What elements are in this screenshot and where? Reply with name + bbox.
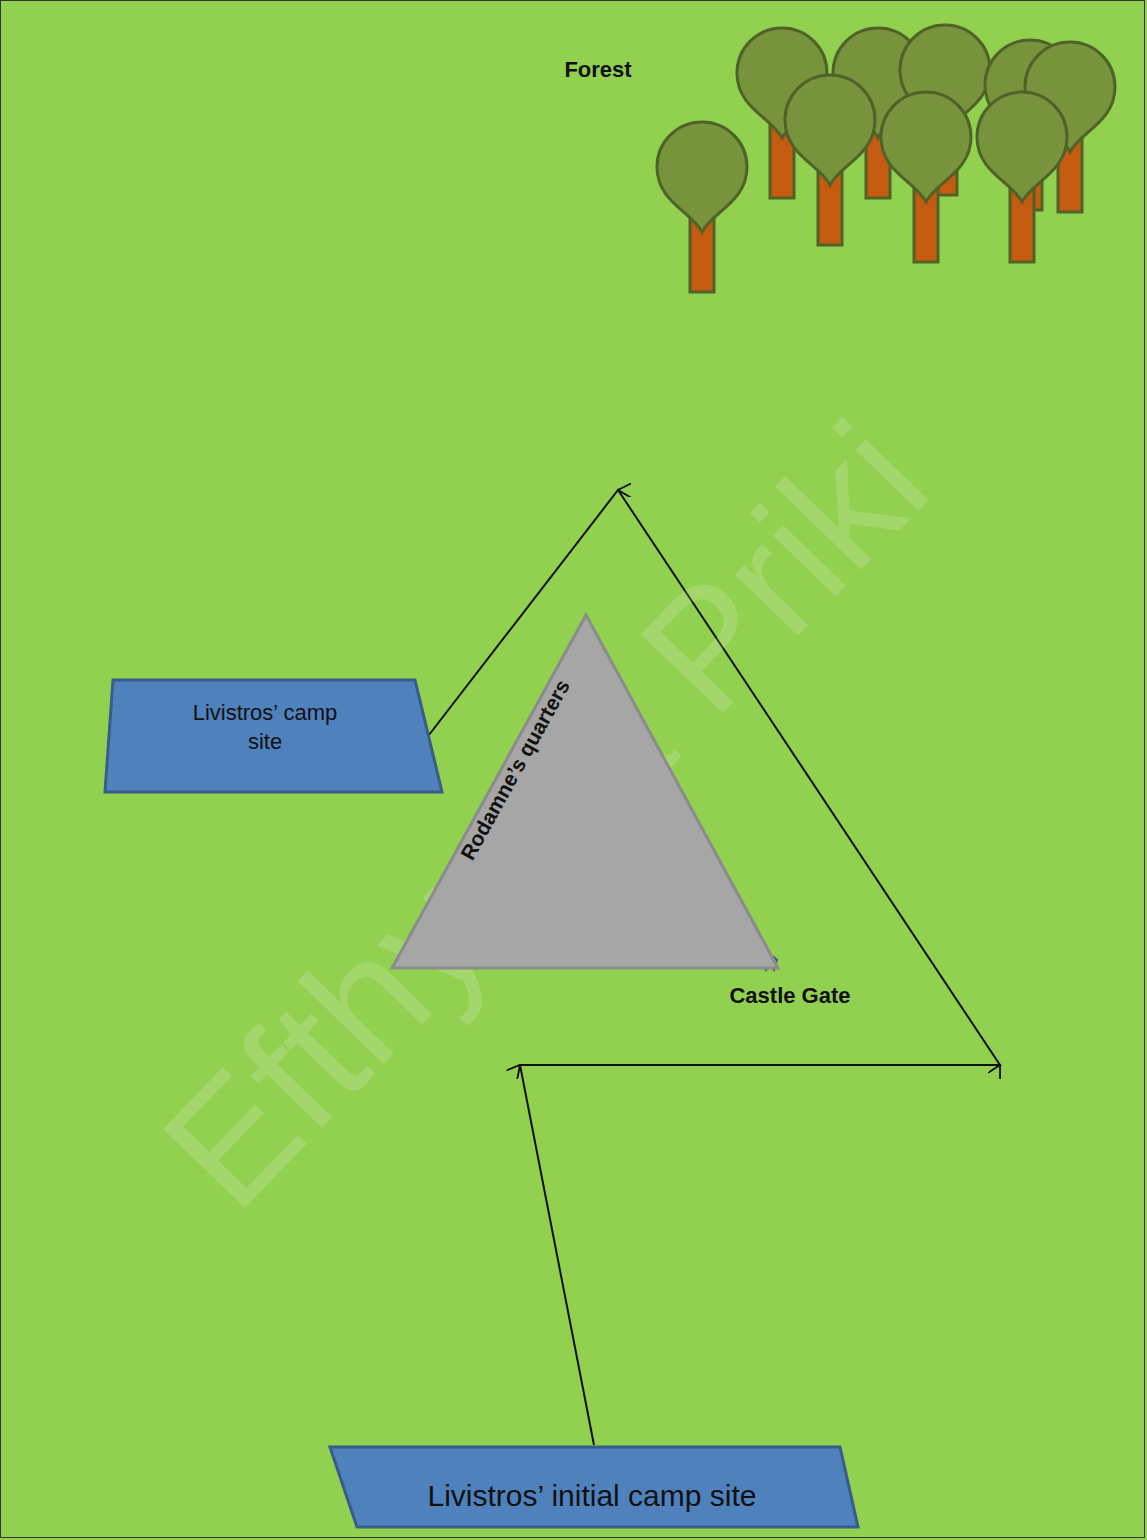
shape-outline [390, 612, 780, 970]
node-label: Livistros’ camp site [185, 699, 345, 756]
region-label: Forest [564, 57, 631, 83]
castle-quarters: Rodamne’s quarters [390, 612, 780, 970]
initial-camp-site: Livistros’ initial camp site [327, 1445, 861, 1529]
node-label: Livistros’ initial camp site [342, 1476, 842, 1515]
camp-site: Livistros’ camp site [100, 678, 446, 794]
gate-label: Castle Gate [729, 983, 850, 1009]
